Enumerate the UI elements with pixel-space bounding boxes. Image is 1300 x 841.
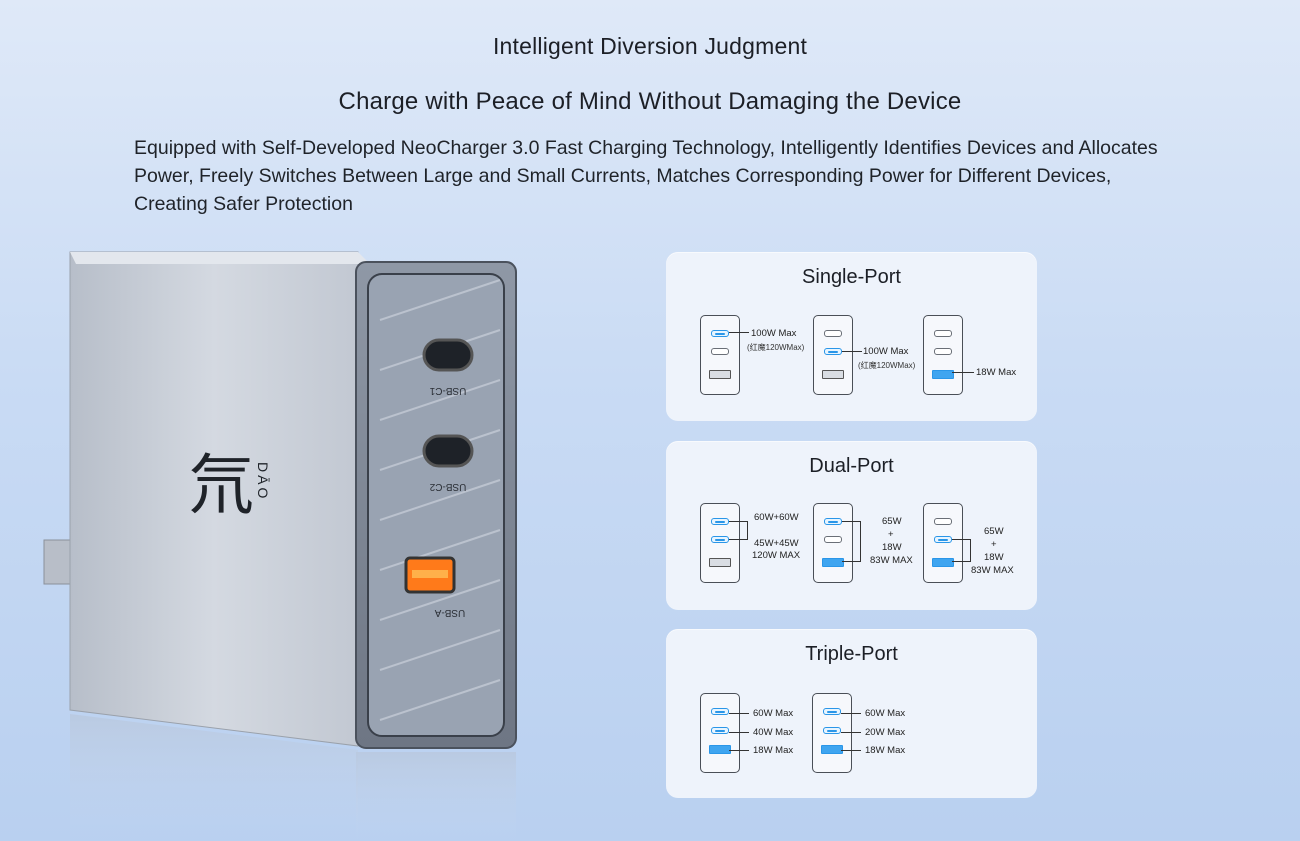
port-label-c1: USB-C1 bbox=[429, 385, 466, 396]
usb-a-port-icon bbox=[932, 370, 954, 379]
power-label: 65W bbox=[984, 526, 1004, 537]
plus-sign: + bbox=[888, 529, 894, 540]
usb-c-port-icon bbox=[711, 708, 729, 715]
device-diagram bbox=[700, 693, 740, 773]
usb-a-port-icon bbox=[821, 745, 843, 754]
charger-image: USB-C1 USB-C2 USB-A 氘 DĀO bbox=[43, 251, 517, 840]
single-port-panel: Single-Port 100W Max (红魔120WMax) 100W Ma… bbox=[666, 252, 1037, 421]
usb-c-port-icon bbox=[711, 330, 729, 337]
usb-c-port-icon bbox=[711, 348, 729, 355]
power-label: 18W Max bbox=[865, 745, 906, 756]
power-label: 18W Max bbox=[976, 367, 1017, 378]
usb-c-port-icon bbox=[934, 536, 952, 543]
power-label: 45W+45W bbox=[754, 538, 799, 549]
device-diagram bbox=[813, 315, 853, 395]
usb-c-port-icon bbox=[824, 518, 842, 525]
usb-c-port-icon bbox=[824, 330, 842, 337]
triple-port-title: Triple-Port bbox=[805, 643, 898, 665]
brand-text: DĀO bbox=[255, 462, 271, 501]
power-label: 65W bbox=[882, 516, 902, 527]
usb-a-port-icon bbox=[709, 370, 731, 379]
dual-port-title: Dual-Port bbox=[809, 455, 894, 477]
power-label: 40W Max bbox=[753, 727, 794, 738]
single-port-title: Single-Port bbox=[802, 266, 901, 288]
power-label: 120W MAX bbox=[752, 550, 801, 561]
power-label: 60W Max bbox=[865, 708, 906, 719]
power-label: 60W Max bbox=[753, 708, 794, 719]
usb-c-port-icon bbox=[934, 518, 952, 525]
power-label: 20W Max bbox=[865, 727, 906, 738]
usb-a-port-icon bbox=[932, 558, 954, 567]
usb-a-port-icon bbox=[822, 558, 844, 567]
port-label-c2: USB-C2 bbox=[429, 481, 466, 492]
device-diagram bbox=[812, 693, 852, 773]
power-label: 83W MAX bbox=[971, 565, 1014, 576]
usb-c-port-icon bbox=[934, 348, 952, 355]
power-label: 18W Max bbox=[753, 745, 794, 756]
dual-port-panel: Dual-Port 60W+60W 45W+45W 120W MAX 65W +… bbox=[666, 441, 1037, 610]
usb-c-port-icon bbox=[823, 708, 841, 715]
usb-c-port-icon bbox=[711, 727, 729, 734]
power-sub-label: (红魔120WMax) bbox=[858, 361, 916, 370]
page-subtitle: Charge with Peace of Mind Without Damagi… bbox=[338, 88, 962, 115]
triple-port-panel: Triple-Port 60W Max 40W Max 18W Max 60W … bbox=[666, 629, 1037, 798]
device-diagram bbox=[700, 503, 740, 583]
usb-c-port-icon bbox=[711, 536, 729, 543]
usb-a-port-icon bbox=[709, 745, 731, 754]
power-label: 100W Max bbox=[751, 328, 797, 339]
usb-a-port-icon bbox=[709, 558, 731, 567]
plus-sign: + bbox=[991, 539, 997, 550]
usb-c-port-icon bbox=[823, 727, 841, 734]
device-diagram bbox=[700, 315, 740, 395]
brand-logo: 氘 bbox=[188, 447, 254, 524]
usb-c-port-icon bbox=[934, 330, 952, 337]
power-label: 18W bbox=[984, 552, 1004, 563]
page-title: Intelligent Diversion Judgment bbox=[492, 33, 808, 59]
device-diagram bbox=[923, 315, 963, 395]
device-diagram bbox=[923, 503, 963, 583]
port-label-a: USB-A bbox=[434, 607, 465, 618]
feature-description: Equipped with Self-Developed NeoCharger … bbox=[134, 137, 1158, 215]
device-diagram bbox=[813, 503, 853, 583]
usb-a-port-icon bbox=[822, 370, 844, 379]
usb-c-port-icon bbox=[711, 518, 729, 525]
power-label: 18W bbox=[882, 542, 902, 553]
usb-c-port-icon bbox=[824, 348, 842, 355]
power-label: 83W MAX bbox=[870, 555, 913, 566]
power-label: 60W+60W bbox=[754, 512, 799, 523]
power-label: 100W Max bbox=[863, 346, 909, 357]
power-sub-label: (红魔120WMax) bbox=[747, 343, 805, 352]
usb-c-port-icon bbox=[824, 536, 842, 543]
